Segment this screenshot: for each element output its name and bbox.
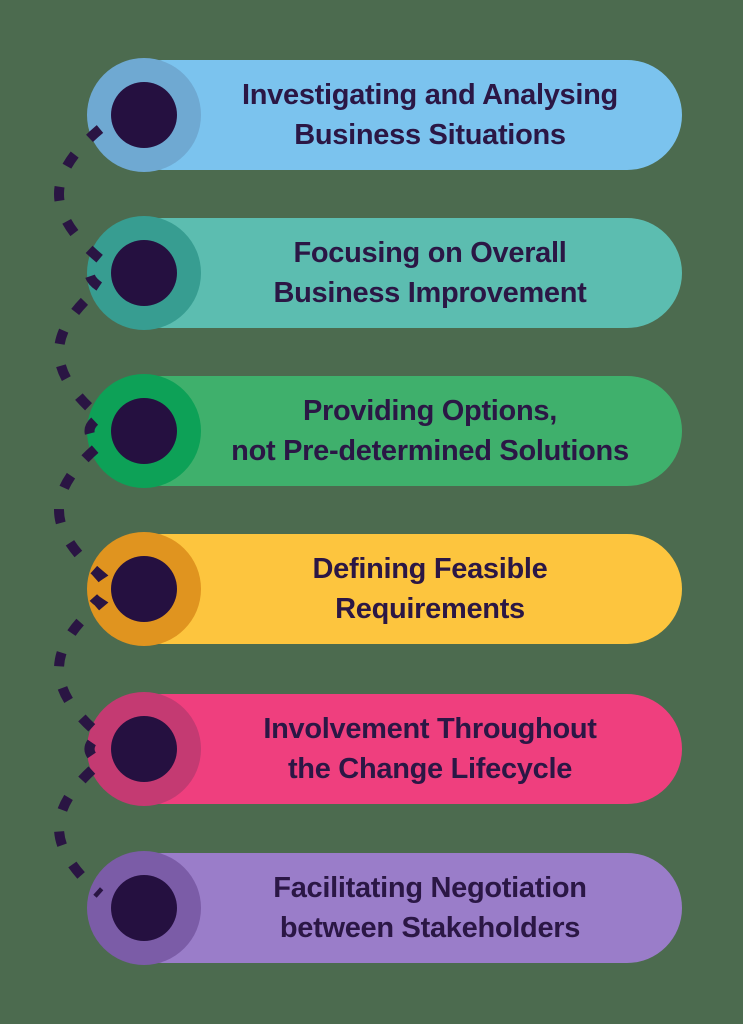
list-item: Facilitating Negotiation between Stakeho…: [0, 851, 743, 965]
pill-bar: [108, 694, 682, 804]
pill-bar: [108, 534, 682, 644]
list-item: Focusing on Overall Business Improvement: [0, 216, 743, 330]
list-item: Providing Options, not Pre-determined So…: [0, 374, 743, 488]
pill-bar: [108, 376, 682, 486]
item-label: Providing Options, not Pre-determined So…: [231, 395, 629, 467]
item-label: Facilitating Negotiation between Stakeho…: [273, 872, 587, 944]
list-item: Defining Feasible Requirements: [0, 532, 743, 646]
pill-bar: [108, 218, 682, 328]
bullet-dot-icon: [111, 556, 177, 622]
pill-bar: [108, 853, 682, 963]
bullet-dot-icon: [111, 875, 177, 941]
item-label: Focusing on Overall Business Improvement: [273, 237, 587, 309]
list-item: Investigating and Analysing Business Sit…: [0, 58, 743, 172]
item-label: Defining Feasible Requirements: [312, 553, 548, 625]
item-label: Involvement Throughout the Change Lifecy…: [263, 713, 597, 785]
bullet-dot-icon: [111, 716, 177, 782]
bullet-dot-icon: [111, 398, 177, 464]
list-item: Involvement Throughout the Change Lifecy…: [0, 692, 743, 806]
pill-bar: [108, 60, 682, 170]
bullet-dot-icon: [111, 82, 177, 148]
bullet-dot-icon: [111, 240, 177, 306]
item-label: Investigating and Analysing Business Sit…: [242, 79, 618, 151]
